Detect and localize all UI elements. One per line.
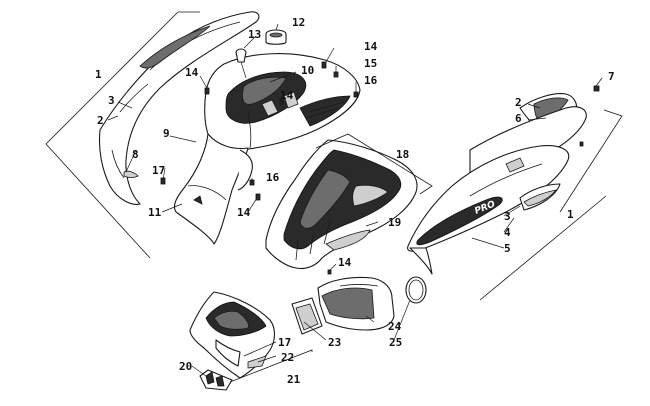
callout-6: 6 [515, 112, 522, 125]
air-duct-assembly [291, 276, 427, 335]
callout-12: 12 [292, 16, 305, 29]
callout-14-lower-left: 14 [237, 206, 251, 219]
callout-14-liner: 14 [338, 256, 352, 269]
callout-15: 15 [364, 57, 377, 70]
bracket-right-group [479, 109, 623, 301]
callout-1-right: 1 [567, 208, 574, 221]
callout-3-left: 3 [108, 94, 115, 107]
right-side-panel [407, 93, 587, 275]
callout-25: 25 [389, 336, 402, 349]
callout-17-upper: 17 [152, 164, 165, 177]
callout-2-left: 2 [97, 114, 104, 127]
callout-8: 8 [132, 148, 139, 161]
bracket-18 [315, 133, 433, 195]
callout-5: 5 [504, 242, 511, 255]
callout-16-lower: 16 [266, 171, 280, 184]
callout-1-left: 1 [95, 68, 102, 81]
hood-center [173, 53, 361, 245]
bracket-left-group [45, 11, 200, 259]
hood-liner [265, 139, 418, 270]
callout-17-lower: 17 [278, 336, 291, 349]
leader-lines [107, 23, 603, 377]
left-side-panel [98, 11, 260, 205]
callout-4: 4 [504, 226, 511, 239]
callout-24: 24 [388, 320, 402, 333]
callout-22: 22 [281, 351, 294, 364]
lower-nose-piece [189, 291, 276, 391]
part-13-clip [235, 48, 247, 79]
callout-14-top-left: 14 [185, 66, 199, 79]
callout-14-top-right: 14 [364, 40, 378, 53]
callout-7: 7 [608, 70, 615, 83]
callout-16-upper: 16 [364, 74, 378, 87]
bracket-21 [229, 349, 313, 383]
part-12-cap [265, 29, 287, 45]
callout-19: 19 [388, 216, 401, 229]
callout-23: 23 [328, 336, 341, 349]
callout-3-right: 3 [504, 210, 511, 223]
callout-9: 9 [163, 127, 170, 140]
callout-20: 20 [179, 360, 192, 373]
callout-13: 13 [248, 28, 261, 41]
callout-14-hood: 14 [280, 89, 294, 102]
callout-labels: 1 3 2 8 17 11 9 13 12 14 10 14 14 15 16 … [95, 16, 615, 386]
callout-21: 21 [287, 373, 301, 386]
callout-2-right: 2 [515, 96, 522, 109]
callout-10: 10 [301, 64, 314, 77]
callout-11: 11 [148, 206, 162, 219]
callout-18: 18 [396, 148, 409, 161]
